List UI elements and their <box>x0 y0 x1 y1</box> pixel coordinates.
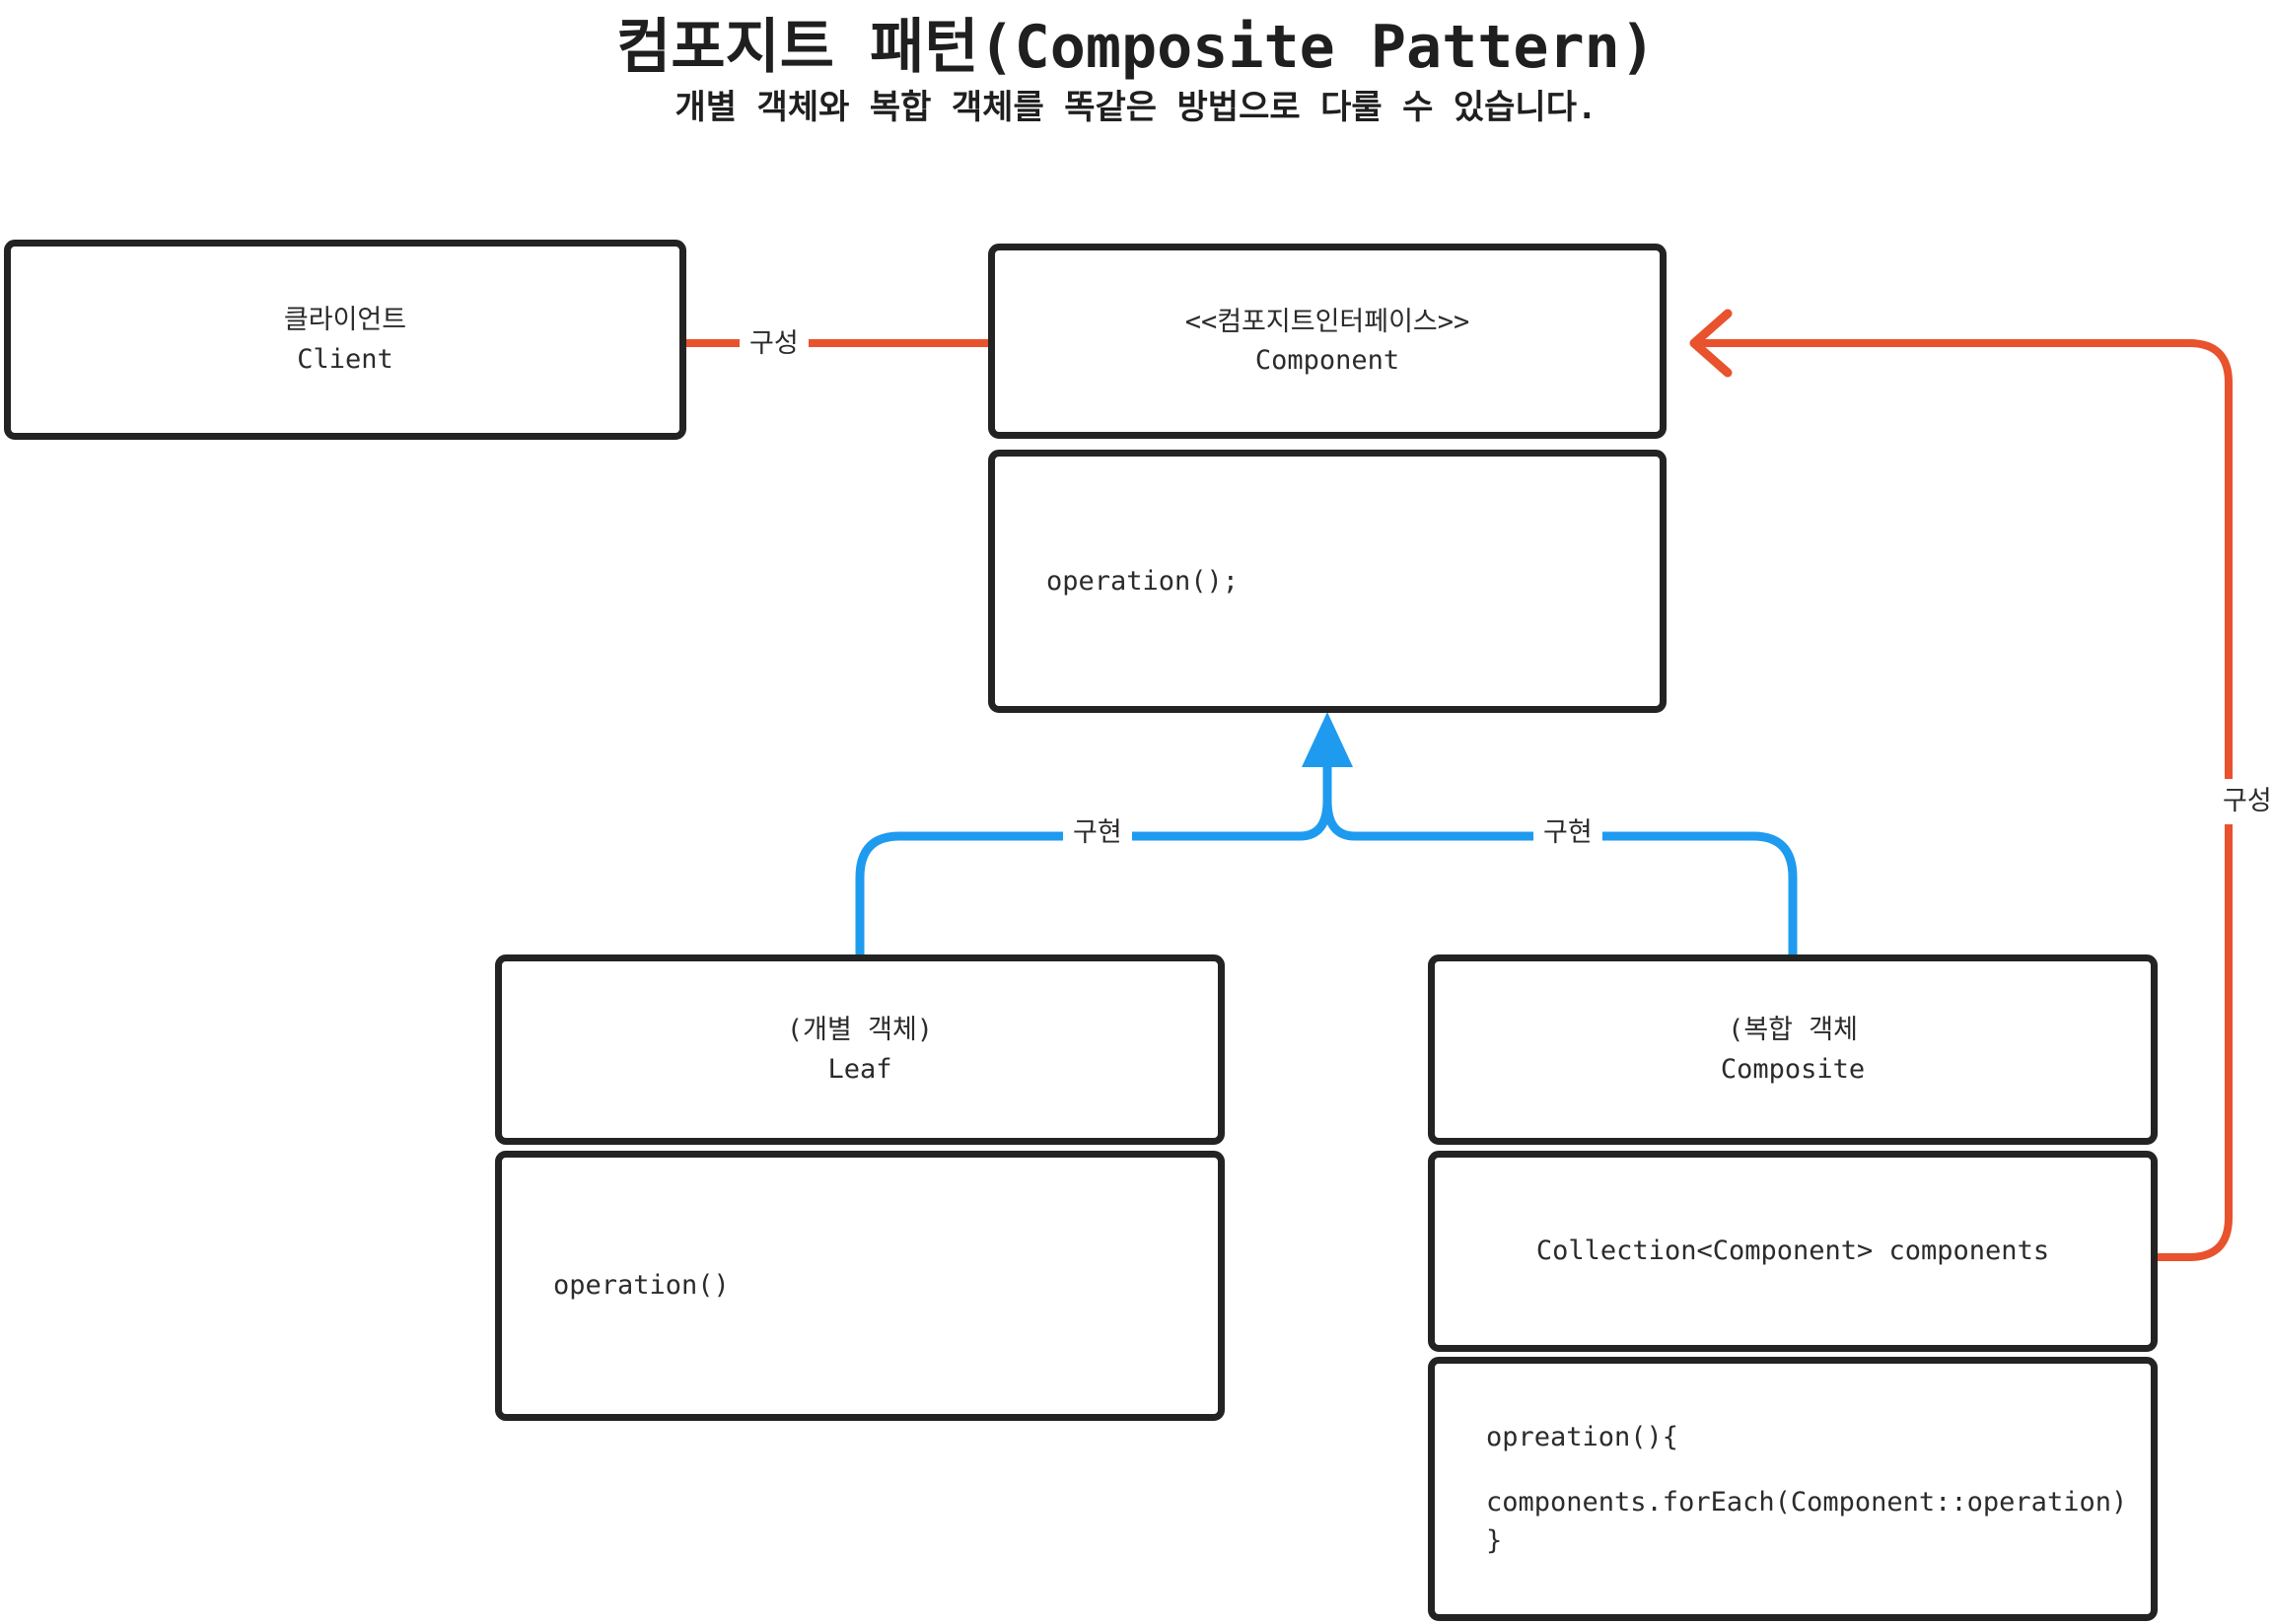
implements-arrowhead-icon <box>1302 712 1353 767</box>
component-class-name: Component <box>1254 345 1400 376</box>
composite-korean-name: (복합 객체 <box>1728 1015 1858 1046</box>
leaf-operation-signature: operation() <box>553 1270 730 1302</box>
class-box-component-operations[interactable]: operation(); <box>988 450 1667 713</box>
composite-method-close-brace: } <box>1486 1525 1503 1557</box>
composite-method-body: components.forEach(Component::operation) <box>1486 1486 2128 1518</box>
edge-label-leaf-implements: 구현 <box>1063 816 1132 850</box>
component-operation-signature: operation(); <box>1046 565 1240 597</box>
edge-label-composite-implements: 구현 <box>1533 816 1602 850</box>
class-box-composite-fields[interactable]: Collection<Component> components <box>1428 1151 2158 1352</box>
class-box-composite-operations[interactable]: opreation(){ components.forEach(Componen… <box>1428 1357 2158 1621</box>
client-class-name: Client <box>297 343 393 375</box>
title-block: 컴포지트 패턴(Composite Pattern) 개별 객체와 복합 객체를… <box>0 0 2272 128</box>
class-box-leaf-header[interactable]: (개별 객체) Leaf <box>495 954 1225 1145</box>
edge-label-client-composition: 구성 <box>740 327 809 361</box>
class-box-composite-header[interactable]: (복합 객체 Composite <box>1428 954 2158 1145</box>
component-stereotype: <<컴포지트인터페이스>> <box>1184 306 1470 337</box>
leaf-class-name: Leaf <box>827 1053 892 1085</box>
edge-composite-implements <box>1322 749 1798 954</box>
composite-method-signature: opreation(){ <box>1486 1421 1679 1452</box>
page-subtitle: 개별 객체와 복합 객체를 똑같은 방법으로 다룰 수 있습니다. <box>674 88 1598 127</box>
composite-field-declaration: Collection<Component> components <box>1535 1236 2050 1267</box>
edge-leaf-implements <box>855 749 1332 954</box>
class-box-component-header[interactable]: <<컴포지트인터페이스>> Component <box>988 244 1667 439</box>
leaf-korean-name: (개별 객체) <box>786 1015 934 1046</box>
client-korean-name: 클라이언트 <box>283 305 407 336</box>
page-title: 컴포지트 패턴(Composite Pattern) <box>616 13 1656 82</box>
class-box-client[interactable]: 클라이언트 Client <box>4 240 686 440</box>
composite-class-name: Composite <box>1720 1053 1866 1085</box>
class-box-leaf-operations[interactable]: operation() <box>495 1151 1225 1421</box>
edge-label-composite-composition: 구성 <box>2221 779 2272 824</box>
composite-method-spacer <box>1435 1456 2151 1483</box>
